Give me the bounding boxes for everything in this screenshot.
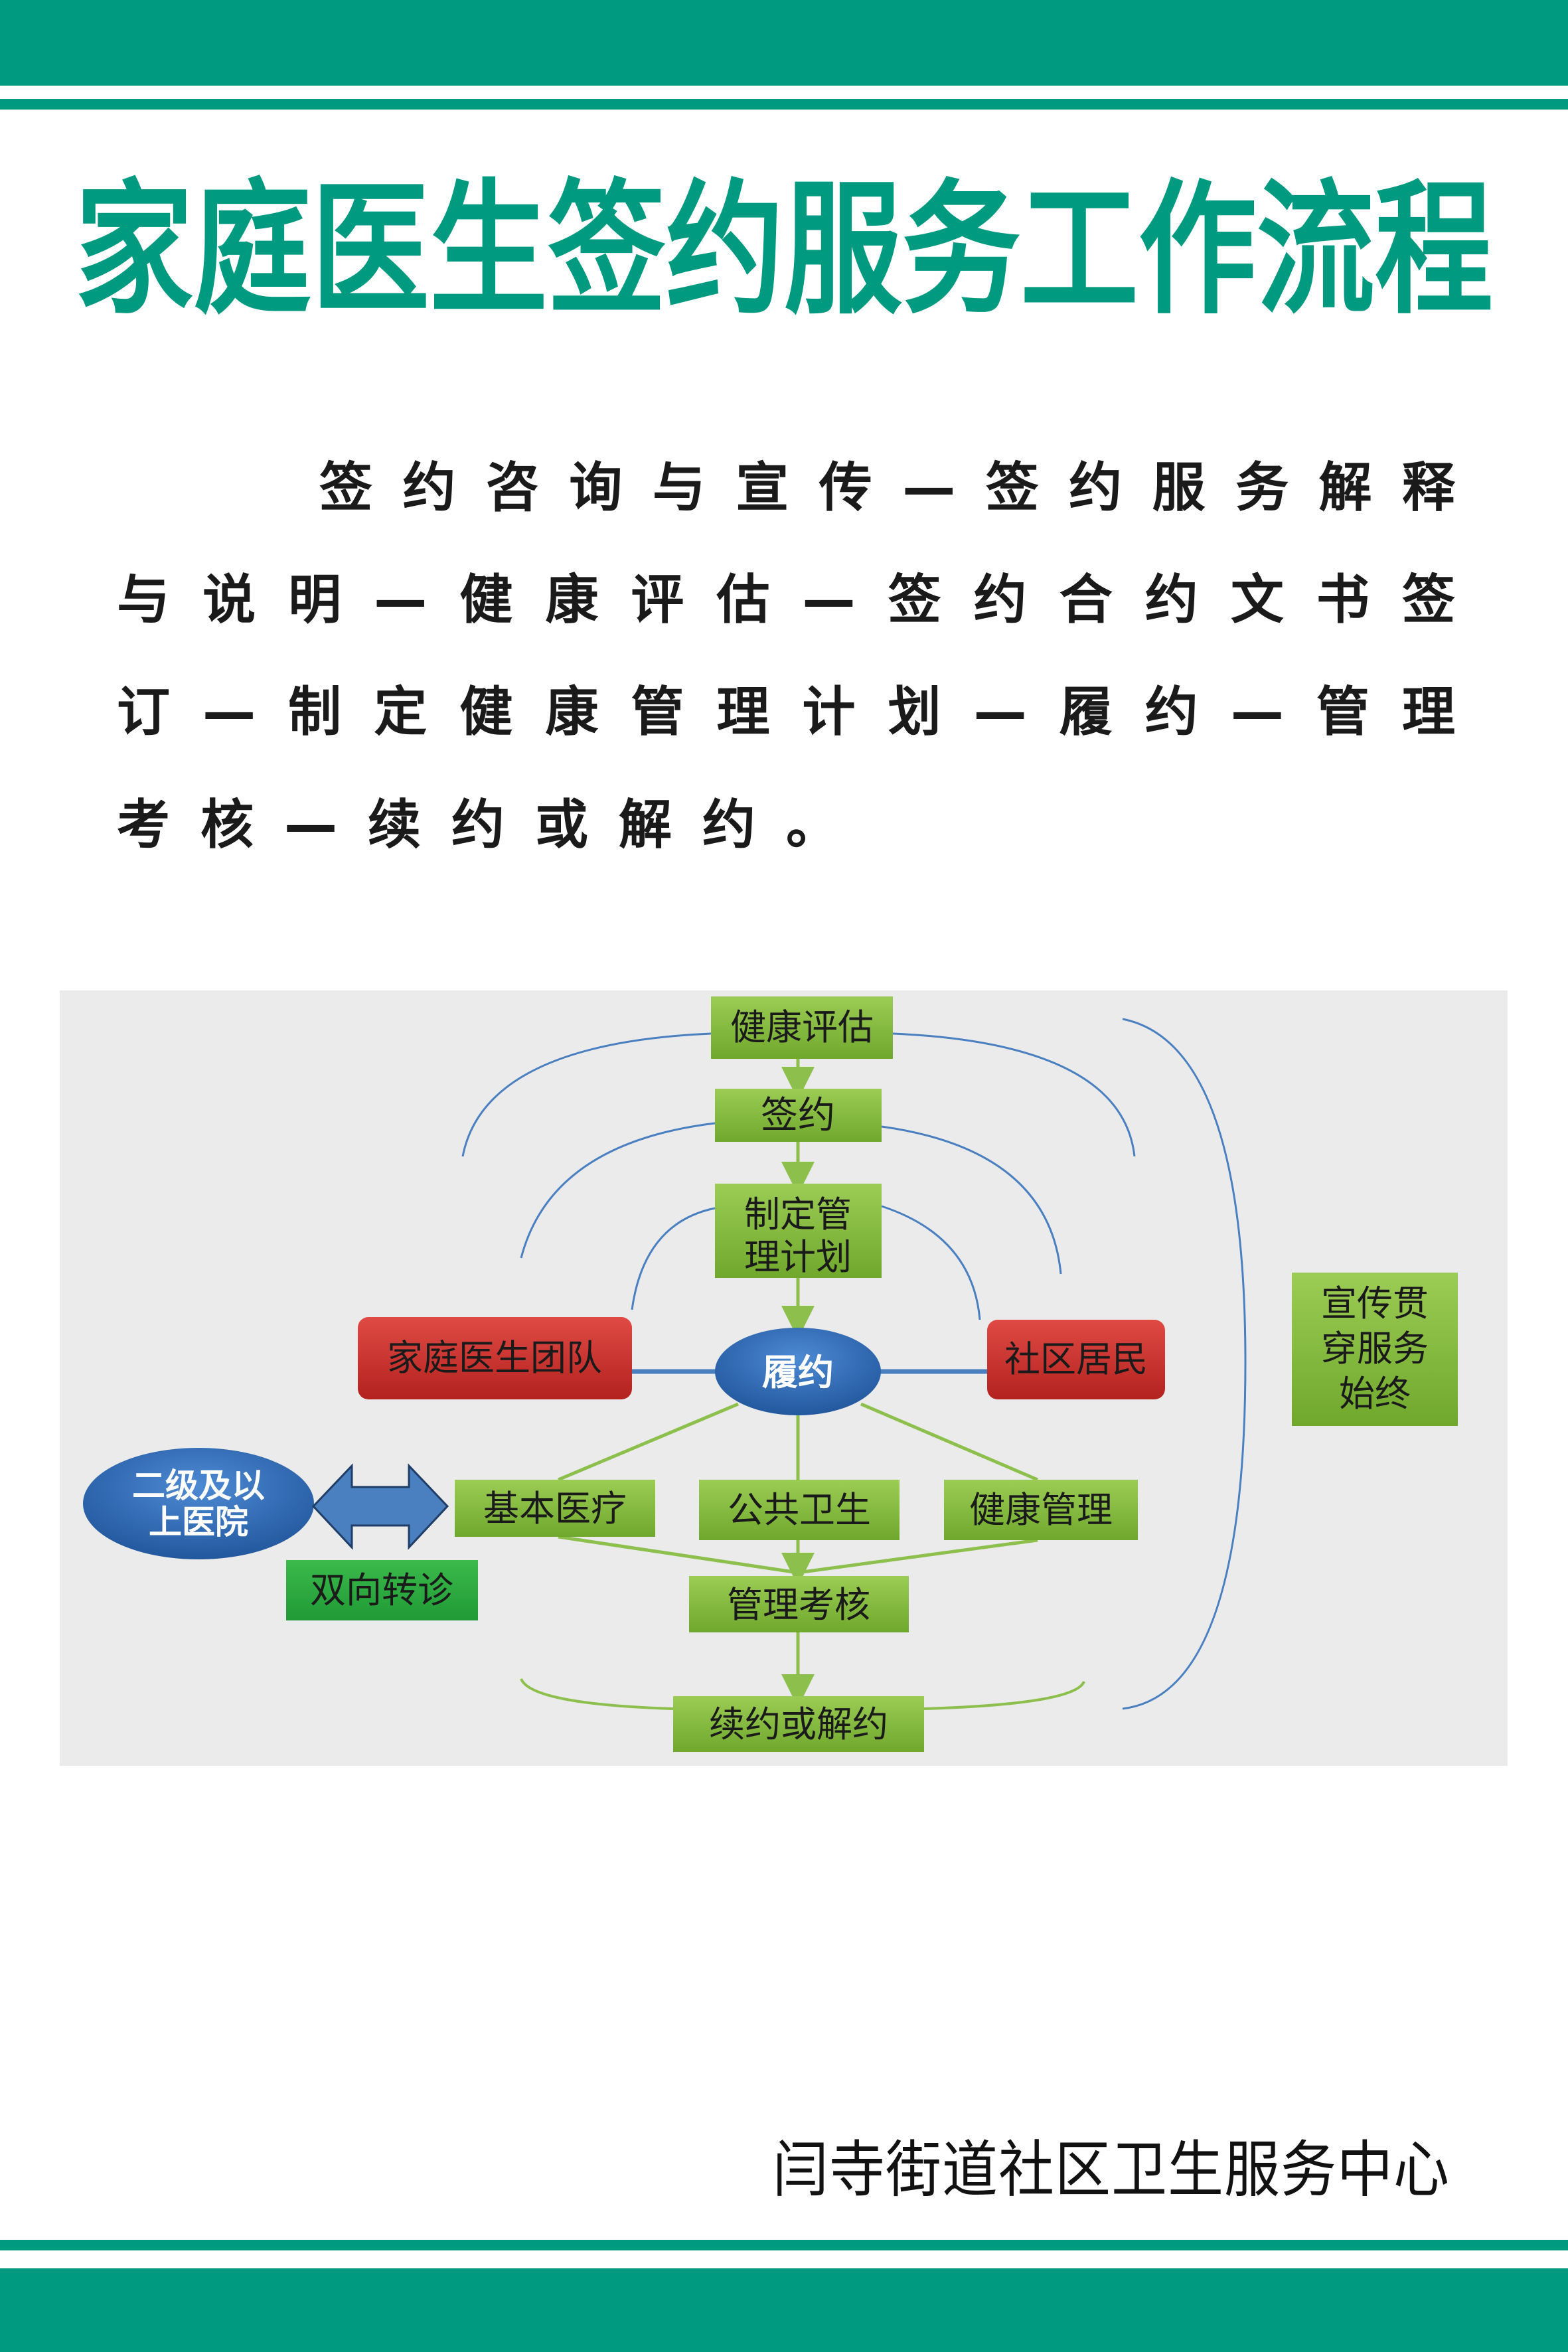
- box-publicity: 宣传贯 穿服务 始终: [1292, 1273, 1458, 1426]
- svg-text:健康管理: 健康管理: [969, 1489, 1113, 1531]
- inner-arc-left: [631, 1207, 716, 1310]
- workflow-diagram: 健康评估 签约 制定管 理计划 家庭医生团队 履约 社区居民 宣传贯 穿服务 始…: [60, 990, 1508, 1766]
- outer-arc-left: [461, 1032, 712, 1157]
- intro-line-1: 签约咨询与宣传—签约服务解释: [319, 457, 1455, 518]
- svg-text:双向转诊: 双向转诊: [310, 1569, 453, 1611]
- svg-text:健康评估: 健康评估: [730, 1006, 874, 1048]
- connector-manage-assess: [797, 1538, 1038, 1575]
- top-stripe: [0, 99, 1568, 110]
- box-referral: 双向转诊: [286, 1560, 478, 1620]
- connector-basic: [558, 1402, 739, 1482]
- svg-text:始终: 始终: [1339, 1373, 1411, 1415]
- svg-text:上医院: 上医院: [149, 1503, 248, 1541]
- svg-text:二级及以: 二级及以: [132, 1466, 265, 1505]
- box-renew: 续约或解约: [673, 1696, 924, 1752]
- box-plan: 制定管 理计划: [715, 1184, 882, 1278]
- svg-text:社区居民: 社区居民: [1004, 1338, 1148, 1380]
- svg-text:基本医疗: 基本医疗: [483, 1488, 627, 1529]
- svg-text:履约: 履约: [762, 1352, 834, 1393]
- connector-basic-assess: [558, 1535, 799, 1575]
- box-basic-care: 基本医疗: [455, 1480, 655, 1537]
- double-arrow-icon: [311, 1463, 449, 1550]
- box-assessment: 管理考核: [689, 1576, 909, 1632]
- connector-manage: [860, 1402, 1038, 1482]
- top-band: [0, 0, 1568, 86]
- middle-arc-left: [520, 1122, 716, 1259]
- intro-line-4: 考核—续约或解约。: [117, 794, 870, 856]
- middle-arc-right: [881, 1125, 1062, 1275]
- svg-text:家庭医生团队: 家庭医生团队: [387, 1337, 602, 1379]
- box-health-management: 健康管理: [944, 1480, 1138, 1540]
- bottom-band: [0, 2268, 1568, 2352]
- outer-arc-right: [892, 1032, 1136, 1157]
- box-doctor-team: 家庭医生团队: [358, 1317, 632, 1399]
- svg-text:续约或解约: 续约或解约: [709, 1703, 888, 1745]
- box-sign: 签约: [715, 1089, 882, 1142]
- inner-arc-right: [881, 1205, 981, 1320]
- box-public-health: 公共卫生: [699, 1480, 900, 1540]
- svg-text:穿服务: 穿服务: [1321, 1328, 1429, 1370]
- svg-text:宣传贯: 宣传贯: [1321, 1283, 1429, 1324]
- svg-text:制定管: 制定管: [744, 1194, 852, 1235]
- ellipse-hospital: 二级及以 上医院: [83, 1448, 314, 1559]
- ellipse-perform: 履约: [715, 1328, 881, 1415]
- svg-text:管理考核: 管理考核: [727, 1584, 870, 1626]
- organization-name: 闫寺街道社区卫生服务中心: [773, 2134, 1450, 2206]
- intro-line-2: 与说明—健康评估—签约合约文书签: [117, 569, 1455, 631]
- right-bracket: [1122, 1018, 1247, 1710]
- box-health-assessment: 健康评估: [711, 996, 893, 1059]
- page-title: 家庭医生签约服务工作流程: [75, 166, 1493, 334]
- svg-text:理计划: 理计划: [744, 1236, 852, 1278]
- bottom-arc: [520, 1678, 1085, 1710]
- intro-line-3: 订—制定健康管理计划—履约—管理: [117, 681, 1455, 743]
- svg-text:公共卫生: 公共卫生: [728, 1489, 871, 1531]
- box-residents: 社区居民: [987, 1320, 1165, 1399]
- bottom-stripe: [0, 2240, 1568, 2250]
- svg-text:签约: 签约: [761, 1094, 835, 1137]
